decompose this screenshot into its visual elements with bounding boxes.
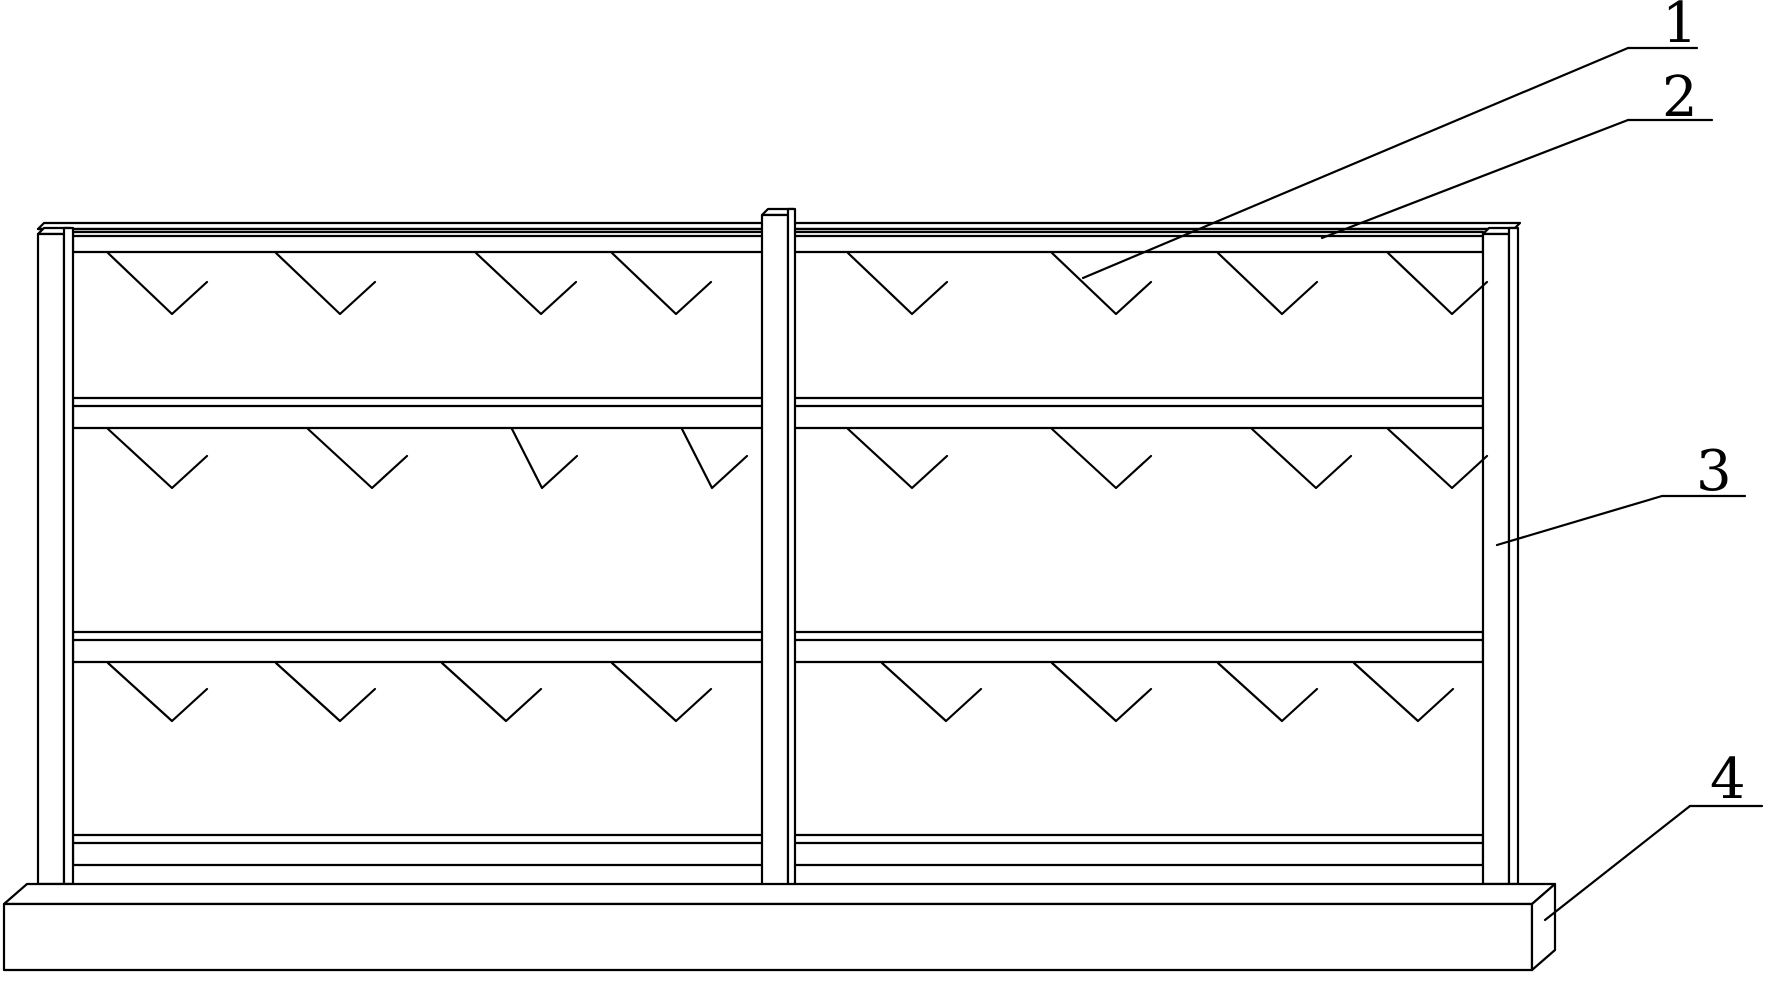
leader-lines (1081, 46, 1764, 922)
hook-icon (106, 661, 209, 723)
hook-icon (680, 427, 749, 490)
callout-2: 3 (1696, 439, 1732, 504)
hook-icon (1050, 251, 1153, 316)
hook-icon (1352, 661, 1455, 723)
hooks (106, 251, 1489, 723)
hook-icon (510, 427, 579, 490)
hook-icon (1386, 427, 1489, 490)
hook-icon (274, 661, 377, 723)
hook-icon (610, 251, 713, 316)
hook-icon (106, 427, 209, 490)
base (2, 882, 1557, 972)
hook-icon (440, 661, 543, 723)
right-post (1481, 226, 1520, 886)
callout-4: 1 (1662, 0, 1698, 56)
left-post (36, 226, 75, 886)
hook-icon (306, 427, 409, 490)
hook-icon (1216, 251, 1319, 316)
hook-icon (846, 251, 949, 316)
hook-icon (846, 427, 949, 490)
hook-icon (1250, 427, 1353, 490)
hook-icon (610, 661, 713, 723)
hook-icon (1216, 661, 1319, 723)
callout-1: 4 (1710, 747, 1746, 812)
hook-icon (274, 251, 377, 316)
callout-3: 2 (1662, 65, 1698, 130)
hook-icon (106, 251, 209, 316)
hook-icon (880, 661, 983, 723)
hook-icon (1050, 661, 1153, 723)
hook-icon (1050, 427, 1153, 490)
center-post (760, 207, 797, 887)
hook-icon (474, 251, 578, 316)
hook-icon (1386, 251, 1489, 316)
